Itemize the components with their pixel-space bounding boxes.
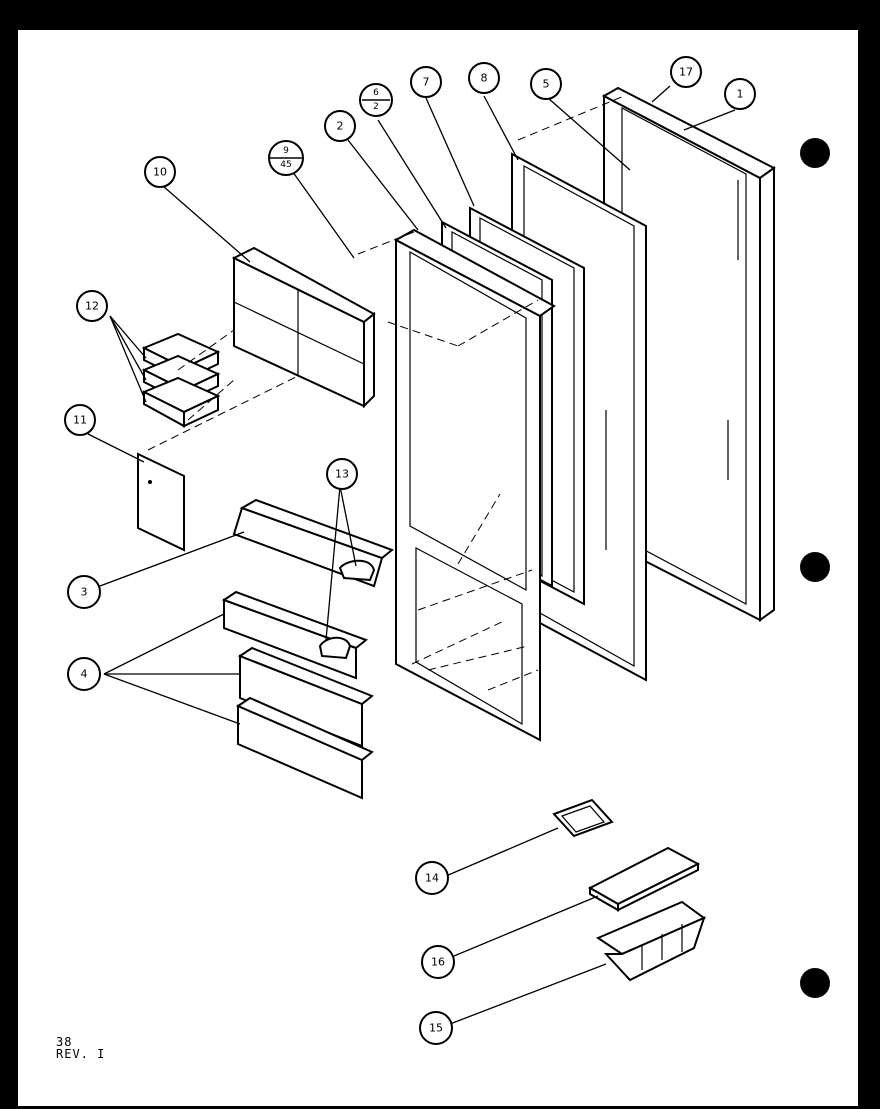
assembly-lines [147, 95, 625, 691]
door-shelf-top [221, 590, 369, 680]
callout-14: 14 [415, 861, 449, 895]
svg-text:5: 5 [543, 78, 550, 91]
leader-lines [87, 85, 736, 1025]
callout-8: 8 [468, 62, 500, 94]
door-breaker-frame [393, 228, 556, 742]
revision-label: REV. I [56, 1047, 106, 1061]
callout-2: 2 [324, 110, 356, 142]
svg-text:45: 45 [280, 160, 291, 170]
callout-9: 9 45 [268, 140, 304, 176]
callout-6: 6 2 [359, 83, 393, 117]
callout-3: 3 [67, 575, 101, 609]
callout-17: 17 [670, 56, 702, 88]
door-shelf-bottom [235, 696, 374, 800]
svg-text:10: 10 [153, 166, 167, 179]
storage-containers [141, 332, 221, 428]
ice-tray [552, 798, 614, 838]
callout-5: 5 [530, 68, 562, 100]
svg-text:3: 3 [81, 586, 88, 599]
ice-bin-cover [587, 846, 701, 912]
ice-bin [595, 900, 706, 982]
svg-text:15: 15 [429, 1022, 443, 1035]
binder-hole-top [800, 138, 830, 168]
dairy-compartment-shelf [231, 246, 376, 409]
svg-text:12: 12 [85, 300, 99, 313]
svg-text:13: 13 [335, 468, 349, 481]
svg-text:4: 4 [81, 668, 88, 681]
binder-hole-middle [800, 552, 830, 582]
callout-10: 10 [144, 156, 176, 188]
svg-text:7: 7 [423, 76, 430, 89]
svg-text:9: 9 [283, 146, 289, 156]
door-shelf-middle [237, 646, 374, 748]
callout-11: 11 [64, 404, 96, 436]
svg-text:2: 2 [337, 120, 344, 133]
storage-container-bottom [141, 376, 221, 428]
svg-text:11: 11 [73, 414, 87, 427]
page-number: 38 [56, 1035, 73, 1049]
upper-door-shelf [232, 498, 395, 588]
svg-text:17: 17 [679, 66, 693, 79]
binder-hole-bottom [800, 968, 830, 998]
dairy-door [137, 452, 185, 552]
callout-4: 4 [67, 657, 101, 691]
exploded-parts-diagram: 1 2 3 4 5 6 2 7 8 9 45 10 11 12 13 14 15… [64, 56, 776, 1045]
page-footer: 38 REV. I [56, 1036, 105, 1060]
svg-text:8: 8 [481, 72, 488, 85]
callout-1: 1 [724, 78, 756, 110]
svg-text:1: 1 [737, 88, 744, 101]
drawing-sheet: 1 2 3 4 5 6 2 7 8 9 45 10 11 12 13 14 15… [18, 30, 858, 1106]
callout-12: 12 [76, 290, 108, 322]
svg-text:16: 16 [431, 956, 445, 969]
callout-13: 13 [326, 458, 358, 490]
callout-15: 15 [419, 1011, 453, 1045]
svg-text:2: 2 [373, 102, 379, 112]
callout-7: 7 [410, 66, 442, 98]
svg-text:14: 14 [425, 872, 439, 885]
callout-16: 16 [421, 945, 455, 979]
svg-text:6: 6 [373, 88, 379, 98]
